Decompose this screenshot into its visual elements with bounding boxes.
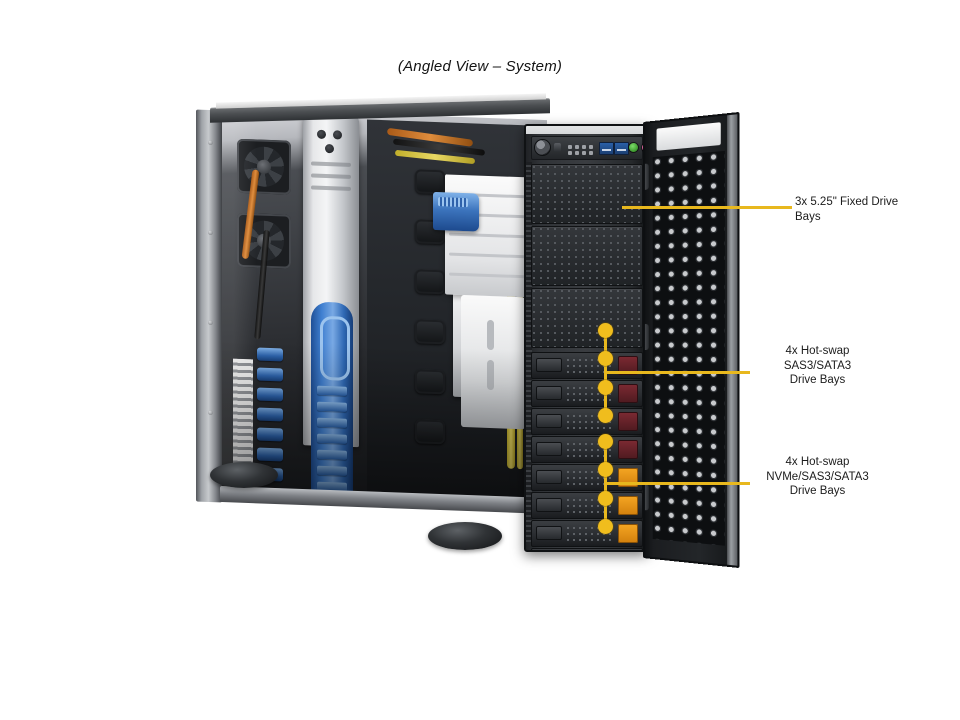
hotswap-drive-bay-sas3[interactable] xyxy=(531,380,643,407)
callout-label-hotswap-nvme: 4x Hot-swap NVMe/SAS3/SATA3 Drive Bays xyxy=(755,455,880,499)
callout-label-fixed-drive-bays: 3x 5.25" Fixed Drive Bays xyxy=(795,195,898,224)
drive-carrier-tab xyxy=(618,496,638,515)
front-bezel xyxy=(524,124,648,552)
chassis-rear-rail xyxy=(196,110,222,503)
status-led xyxy=(575,145,579,149)
cable-management-arm xyxy=(415,369,445,394)
cable-management-arm xyxy=(415,419,445,444)
door-label-plate xyxy=(657,122,721,151)
drive-carrier-handle[interactable] xyxy=(536,386,562,400)
usb3-port[interactable] xyxy=(614,142,629,155)
callout-dot xyxy=(598,351,613,366)
cable-management-arm xyxy=(415,269,445,294)
door-mesh-grille xyxy=(653,151,725,546)
callout-dot xyxy=(598,491,613,506)
drive-carrier-handle[interactable] xyxy=(536,498,562,512)
cable-management-arm xyxy=(415,169,445,194)
hotswap-drive-bay-sas3[interactable] xyxy=(531,408,643,435)
status-led xyxy=(582,151,586,155)
hotswap-drive-bay-sas3[interactable] xyxy=(531,352,643,379)
drive-carrier-handle[interactable] xyxy=(536,358,562,372)
power-button[interactable] xyxy=(535,140,550,155)
fixed-drive-bay-525 xyxy=(531,164,643,224)
usb3-port[interactable] xyxy=(599,142,614,155)
drive-carrier-handle[interactable] xyxy=(536,414,562,428)
bezel-top-trim xyxy=(524,124,648,134)
audio-out-jack[interactable] xyxy=(629,143,638,152)
drive-carrier-handle[interactable] xyxy=(536,470,562,484)
chassis-foot-front xyxy=(428,522,502,550)
hotswap-drive-bay-nvme[interactable] xyxy=(531,548,643,552)
cable-management-arm xyxy=(415,319,445,344)
fixed-drive-bay-525 xyxy=(531,226,643,286)
callout-leader-line xyxy=(622,206,792,209)
callout-dot xyxy=(598,323,613,338)
callout-dot xyxy=(598,462,613,477)
front-door-open[interactable] xyxy=(643,112,740,568)
drive-carrier-tab xyxy=(618,384,638,403)
hotswap-drive-bay-nvme[interactable] xyxy=(531,492,643,519)
cooling-fan-upper xyxy=(237,139,291,195)
chassis-interior xyxy=(214,108,547,505)
status-led xyxy=(575,151,579,155)
chassis-foot-rear xyxy=(210,462,278,488)
drive-carrier-tab xyxy=(618,524,638,543)
callout-leader-vertical xyxy=(604,440,607,522)
callout-dot xyxy=(598,408,613,423)
front-control-panel xyxy=(531,136,643,160)
status-led xyxy=(589,145,593,149)
callout-dot xyxy=(598,380,613,395)
drive-carrier-handle[interactable] xyxy=(536,526,562,540)
status-led xyxy=(568,145,572,149)
callout-leader-line xyxy=(605,482,750,485)
callout-label-hotswap-sas3: 4x Hot-swap SAS3/SATA3 Drive Bays xyxy=(755,344,880,388)
drive-carrier-tab xyxy=(618,412,638,431)
hotswap-drive-bay-nvme[interactable] xyxy=(531,464,643,491)
reset-button[interactable] xyxy=(554,143,561,152)
callout-leader-line xyxy=(605,371,750,374)
door-hinge xyxy=(643,164,649,191)
callout-leader-vertical xyxy=(604,328,607,410)
blue-air-duct xyxy=(311,301,353,505)
expansion-card-bracket xyxy=(461,295,525,429)
status-led xyxy=(582,145,586,149)
drive-carrier-handle[interactable] xyxy=(536,442,562,456)
status-led xyxy=(568,151,572,155)
callout-dot xyxy=(598,434,613,449)
door-hinge xyxy=(643,324,649,350)
fixed-drive-bay-525 xyxy=(531,288,643,348)
callout-dot xyxy=(598,519,613,534)
door-hinge xyxy=(643,484,649,511)
blue-card-latch[interactable] xyxy=(433,192,479,232)
status-led xyxy=(589,151,593,155)
drive-carrier-tab xyxy=(618,440,638,459)
door-outer-edge xyxy=(727,114,737,565)
hotswap-drive-bay-nvme[interactable] xyxy=(531,520,643,547)
server-chassis xyxy=(196,100,741,555)
hotswap-drive-bay-sas3[interactable] xyxy=(531,436,643,463)
